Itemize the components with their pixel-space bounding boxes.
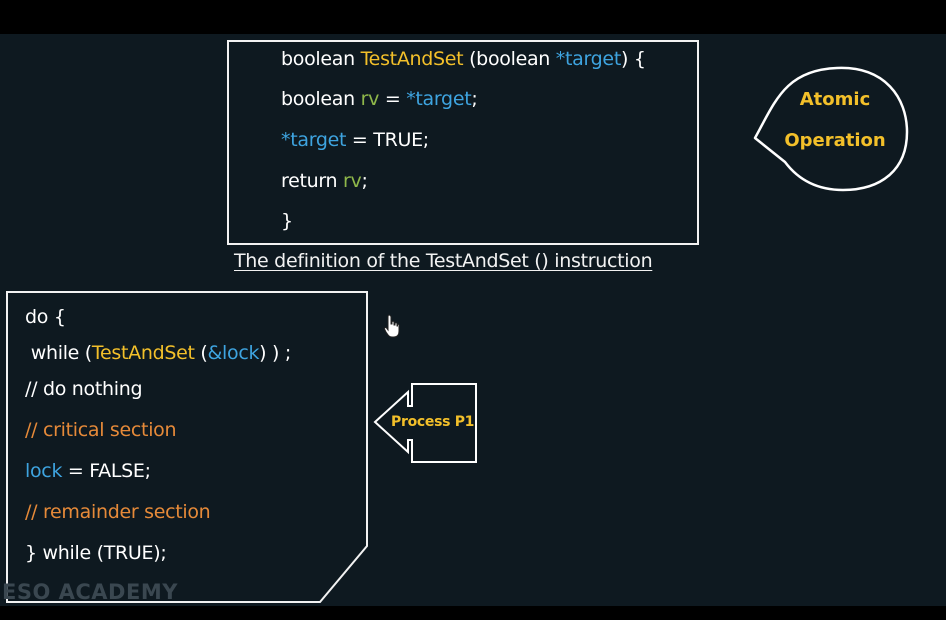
def-line-2: boolean rv = *target;	[281, 88, 478, 110]
def-line-5: }	[281, 210, 293, 232]
loop-line-5: lock = FALSE;	[25, 460, 151, 482]
bottom-black-bar	[0, 606, 946, 620]
watermark: ESO ACADEMY	[2, 580, 178, 604]
bubble-line-2: Operation	[784, 130, 886, 151]
hand-pointer-icon	[384, 314, 400, 338]
loop-code-box	[6, 291, 368, 603]
bubble-line-1: Atomic	[799, 89, 871, 110]
loop-line-1: do {	[25, 306, 66, 328]
loop-line-7: } while (TRUE);	[25, 542, 167, 564]
speech-bubble-shape	[753, 66, 909, 192]
loop-line-4: // critical section	[25, 419, 177, 441]
definition-caption: The definition of the TestAndSet () inst…	[234, 250, 653, 272]
def-line-1: boolean TestAndSet (boolean *target) {	[281, 48, 646, 70]
loop-line-2: while (TestAndSet (&lock) ) ;	[25, 342, 292, 364]
definition-code-box	[227, 40, 699, 245]
def-line-3: *target = TRUE;	[281, 129, 429, 151]
process-label: Process P1	[391, 414, 475, 430]
top-black-bar	[0, 0, 946, 34]
loop-line-6: // remainder section	[25, 501, 211, 523]
def-line-4: return rv;	[281, 170, 368, 192]
process-arrow-icon	[373, 383, 477, 463]
loop-line-3: // do nothing	[25, 378, 143, 400]
